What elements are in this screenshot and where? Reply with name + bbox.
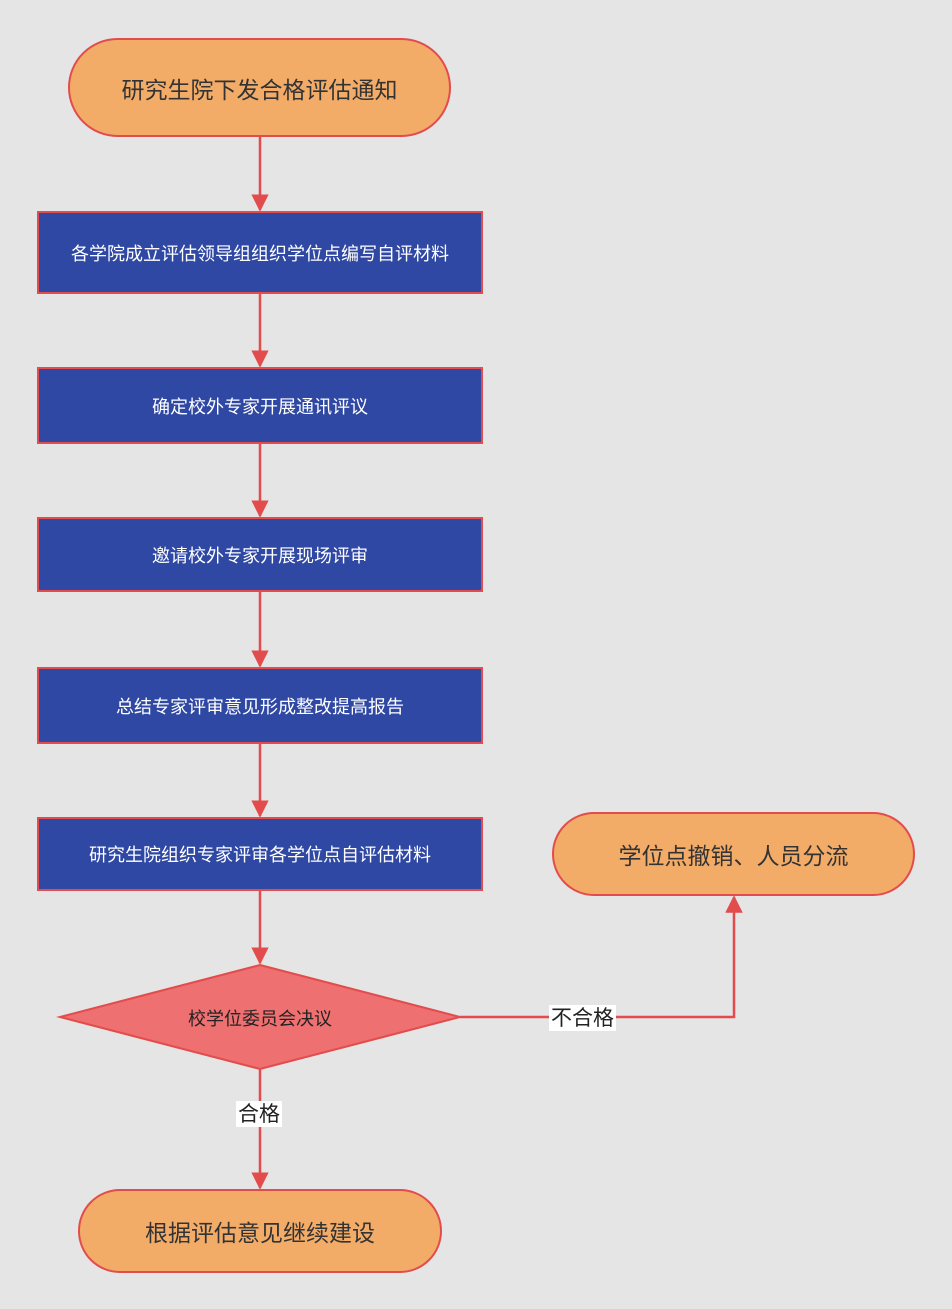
step-improvement-report: 总结专家评审意见形成整改提高报告	[37, 667, 483, 744]
step-expert-assessment-label: 研究生院组织专家评审各学位点自评估材料	[89, 845, 431, 866]
pass-edge-label: 合格	[236, 1101, 282, 1127]
fail-edge-label: 不合格	[549, 1005, 616, 1031]
pass-end-node-label: 根据评估意见继续建设	[145, 1221, 375, 1247]
fail-end-node-label: 学位点撤销、人员分流	[618, 844, 849, 870]
step-onsite-review: 邀请校外专家开展现场评审	[37, 517, 483, 592]
step-improvement-report-label: 总结专家评审意见形成整改提高报告	[116, 696, 404, 718]
decision-label: 校学位委员会决议	[188, 1009, 332, 1030]
step-expert-assessment: 研究生院组织专家评审各学位点自评估材料	[37, 817, 483, 891]
pass-end-node: 根据评估意见继续建设	[78, 1189, 442, 1273]
step-correspondence-review-label: 确定校外专家开展通讯评议	[152, 396, 368, 418]
start-node-label: 研究生院下发合格评估通知	[121, 77, 398, 104]
arrow-decision-to-fail	[460, 895, 743, 1019]
step-onsite-review-label: 邀请校外专家开展现场评审	[152, 545, 368, 567]
start-node: 研究生院下发合格评估通知	[68, 38, 451, 137]
fail-end-node: 学位点撤销、人员分流	[552, 812, 915, 896]
decision-diamond	[56, 963, 464, 1071]
step-form-leadership-group-label: 各学院成立评估领导组组织学位点编写自评材料	[71, 243, 449, 265]
step-form-leadership-group: 各学院成立评估领导组组织学位点编写自评材料	[37, 211, 483, 294]
step-correspondence-review: 确定校外专家开展通讯评议	[37, 367, 483, 444]
